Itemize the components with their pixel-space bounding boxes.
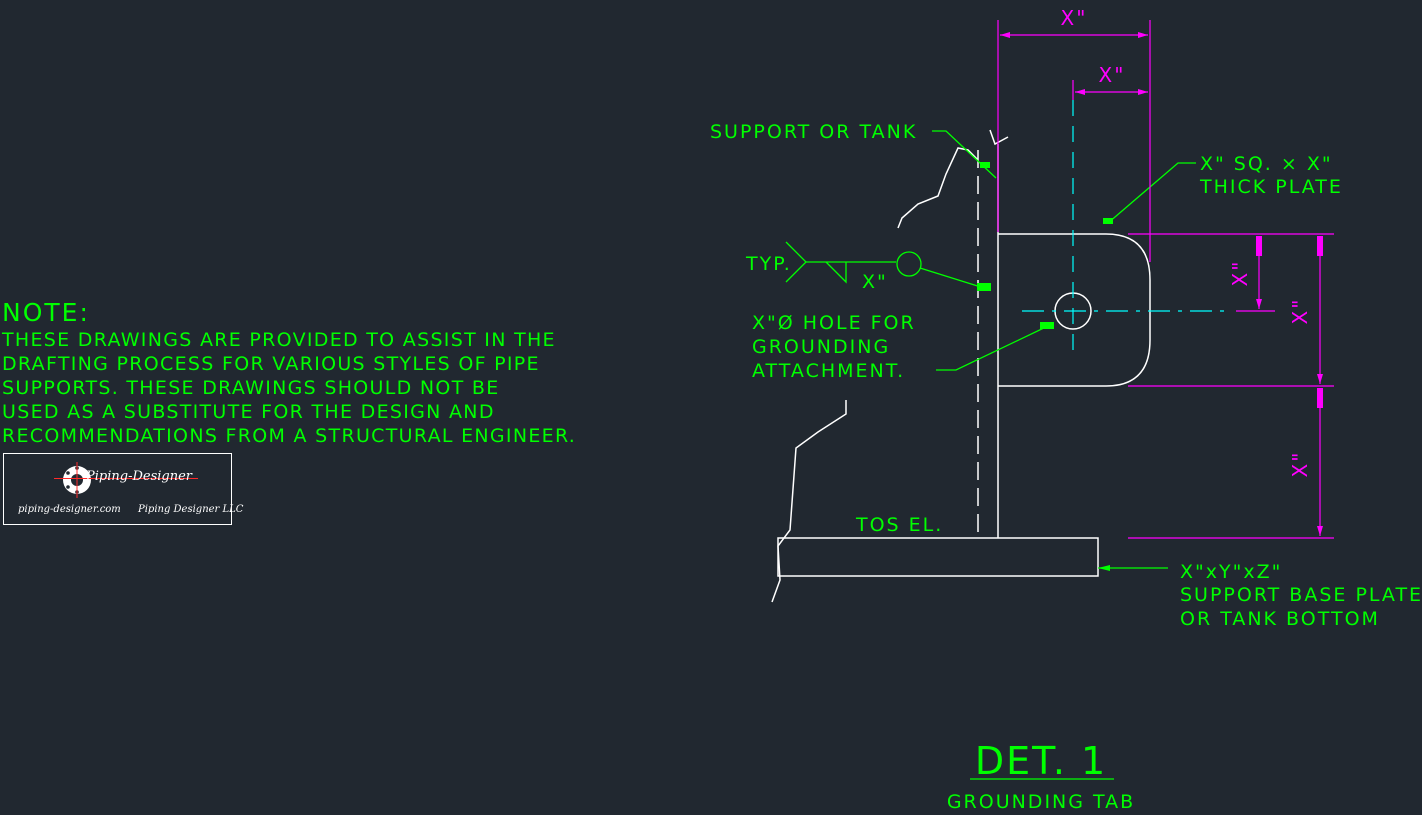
logo-title: Piping-Designer (54, 469, 199, 484)
leader-lines (932, 130, 1196, 571)
weld-leader-arrow-icon (977, 283, 991, 291)
label-plate-thickness: THICK PLATE (1199, 176, 1343, 198)
note-line: DRAFTING PROCESS FOR VARIOUS STYLES OF P… (2, 353, 540, 375)
grounding-plate (998, 233, 1151, 387)
detail-subtitle: GROUNDING TAB (947, 791, 1135, 813)
weld-symbol (785, 241, 985, 289)
centerlines (1022, 100, 1232, 350)
dim-top-overall: X" (1061, 6, 1088, 30)
note-line: THESE DRAWINGS ARE PROVIDED TO ASSIST IN… (2, 329, 556, 351)
note-line: RECOMMENDATIONS FROM A STRUCTURAL ENGINE… (2, 425, 577, 447)
label-base-line2: SUPPORT BASE PLATE (1180, 584, 1422, 606)
dim-right-lower: X" (1288, 451, 1312, 478)
leader-arrow-icon (1103, 218, 1113, 224)
note-line: USED AS A SUBSTITUTE FOR THE DESIGN AND (2, 401, 495, 423)
dim-right-plate: X" (1288, 298, 1312, 325)
logo-footer: piping-designer.com Piping Designer LLC (18, 504, 243, 515)
label-hole-line3: ATTACHMENT. (752, 360, 905, 382)
note-line: SUPPORTS. THESE DRAWINGS SHOULD NOT BE (2, 377, 500, 399)
dim-right-hole: X" (1228, 260, 1252, 287)
label-weld-size: X" (862, 271, 888, 293)
label-hole-line1: X"Ø HOLE FOR (752, 312, 916, 334)
label-base-size: X"xY"xZ" (1180, 561, 1282, 583)
base-plate (777, 537, 1099, 577)
dim-top-hole: X" (1099, 63, 1126, 87)
logo-box: Piping-Designer piping-designer.com Pipi… (3, 453, 243, 525)
label-weld-typ: TYP. (745, 253, 792, 275)
label-tos-el: TOS EL. (855, 514, 943, 536)
label-support-or-tank: SUPPORT OR TANK (710, 121, 917, 143)
logo-company: Piping Designer LLC (137, 504, 244, 515)
label-plate-size: X" SQ. × X" (1200, 153, 1333, 175)
note-title: NOTE: (2, 298, 90, 327)
dimension-ticks (1256, 236, 1323, 408)
logo-name: Piping-Designer (86, 469, 193, 484)
label-hole-line2: GROUNDING (752, 336, 890, 358)
flange-logo-icon (63, 462, 91, 498)
leader-arrow-icon (1040, 322, 1054, 329)
logo-website: piping-designer.com (18, 504, 121, 515)
detail-title: DET. 1 (975, 739, 1107, 783)
note-block: NOTE: THESE DRAWINGS ARE PROVIDED TO ASS… (2, 298, 582, 448)
dimension-lines (997, 20, 1334, 539)
label-base-line3: OR TANK BOTTOM (1180, 608, 1380, 630)
leader-arrow-icon (980, 162, 990, 168)
